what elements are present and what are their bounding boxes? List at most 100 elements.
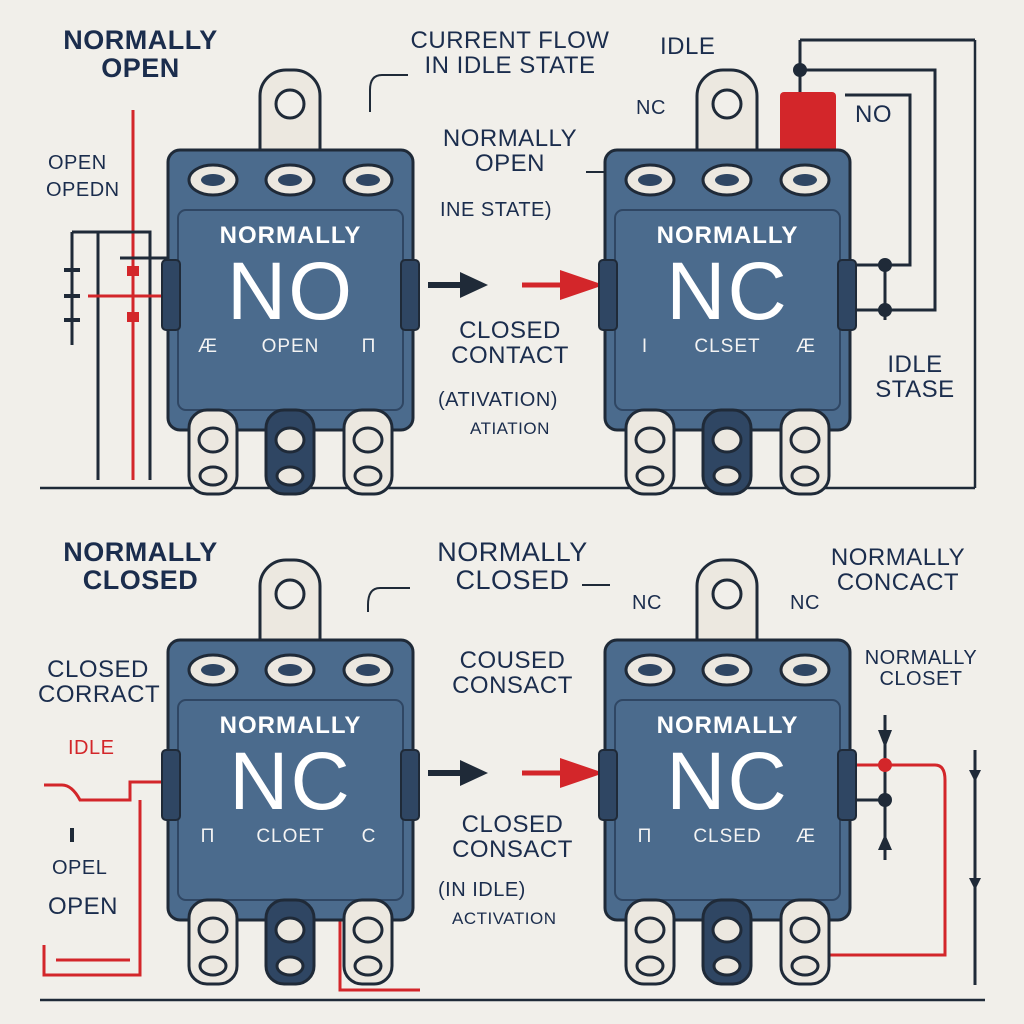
junction-dot	[793, 63, 807, 77]
switch-bottom-right-mark-right: Æ	[796, 826, 816, 847]
switch-bottom-left-heading: NORMALLY	[219, 712, 362, 739]
switch-bottom-right-notch-left	[598, 749, 618, 821]
switch-top-right-heading: NORMALLY	[656, 222, 799, 249]
switch-top-left-notch-right	[400, 259, 420, 331]
closed-contact-label: CLOSED CONTACT	[451, 317, 569, 370]
switch-top-left-terminal-hole-3	[352, 426, 384, 454]
switch-top-left-mount-hole-2	[278, 174, 302, 186]
normally-closet-label: NORMALLY CLOSET	[864, 647, 978, 690]
bottom-title: NORMALLY CLOSED	[63, 537, 218, 596]
switch-bottom-left-big-letters: NC	[229, 736, 352, 827]
top-title: NORMALLY OPEN	[63, 25, 218, 84]
contact-marker	[127, 266, 139, 276]
switch-top-left-big-letters: NO	[227, 246, 354, 337]
coused-consact-label: COUSED CONSACT	[452, 647, 573, 700]
switch-bottom-left-terminal-foot-1	[198, 955, 228, 977]
contact-wedge	[878, 730, 892, 748]
arrow-dark-top-head	[460, 272, 488, 298]
label-nc-1: NC	[632, 592, 662, 614]
switch-bottom-right-big-letters: NC	[666, 736, 789, 827]
left-label-open: OPEN	[48, 893, 119, 920]
label-nc-2: NC	[790, 592, 820, 614]
junction-dot	[878, 793, 892, 807]
junction-dot	[878, 303, 892, 317]
switch-bottom-right-terminal-hole-1	[634, 916, 666, 944]
switch-bottom-right-sub-label: CLSED	[693, 826, 762, 847]
switch-layer	[161, 68, 857, 986]
switch-bottom-right-notch-right	[837, 749, 857, 821]
arrow-dark-bottom-head	[460, 760, 488, 786]
switch-top-right-mount-hole-3	[793, 174, 817, 186]
switch-top-right-mount-hole-1	[638, 174, 662, 186]
switch-top-right-terminal-foot-2	[712, 465, 742, 487]
ativation-label-1: (ATIVATION)	[438, 389, 558, 411]
switch-top-left-lever-hole	[274, 88, 306, 120]
switch-top-right-big-letters: NC	[666, 246, 789, 337]
switch-bottom-left-mount-hole-1	[201, 664, 225, 676]
leader-line	[369, 74, 408, 112]
contact-wedge	[878, 834, 892, 850]
left-label-idle: IDLE	[68, 737, 115, 759]
switch-bottom-left-sub-label: CLOET	[256, 826, 325, 847]
switch-top-right-sub-label: CLSET	[694, 336, 761, 357]
contact-ticks	[64, 268, 80, 322]
in-idle-label: (IN IDLE)	[438, 879, 526, 901]
switch-top-left-terminal-foot-3	[353, 465, 383, 487]
arrow-small-down	[969, 770, 981, 782]
normally-concact-label: NORMALLY CONCACT	[830, 544, 966, 597]
junction-dot	[878, 758, 892, 772]
switch-top-left-terminal-foot-2	[275, 465, 305, 487]
switch-bottom-right-terminal-foot-1	[635, 955, 665, 977]
switch-bottom-right-terminal-hole-3	[789, 916, 821, 944]
switch-bottom-right-terminal-hole-2	[711, 916, 743, 944]
switch-bottom-left-terminal-hole-3	[352, 916, 384, 944]
wire-bottom-right-red-1	[800, 763, 947, 957]
arrow-red-bottom-head	[560, 758, 604, 788]
switch-bottom-right-mount-hole-3	[793, 664, 817, 676]
annotation-ine-state: INE STATE)	[440, 199, 553, 221]
switch-top-left-mount-hole-3	[356, 174, 380, 186]
switch-top-right-terminal-foot-3	[790, 465, 820, 487]
switch-top-left-mark-left: Æ	[198, 336, 218, 357]
closed-consact-label: CLOSED CONSACT	[452, 811, 573, 864]
switch-top-left-mark-right: π	[361, 336, 377, 357]
switch-bottom-left-terminal-foot-2	[275, 955, 305, 977]
switch-bottom-left-mark-right: C	[361, 826, 377, 847]
switch-bottom-right-mount-hole-2	[715, 664, 739, 676]
switch-top-left-heading: NORMALLY	[219, 222, 362, 249]
switch-bottom-left-notch-right	[400, 749, 420, 821]
switch-top-right-mark-left: I	[641, 336, 649, 357]
switch-top-right-terminal-hole-3	[789, 426, 821, 454]
left-label-open: OPEN	[48, 152, 107, 174]
switch-bottom-left-terminal-hole-1	[197, 916, 229, 944]
label-no: NO	[855, 101, 892, 128]
switch-top-right-terminal-foot-1	[635, 465, 665, 487]
contact-marker	[127, 312, 139, 322]
left-label-opedn: OPEDN	[46, 179, 120, 201]
switch-top-right-mark-right: Æ	[796, 336, 816, 357]
label-idle-stase: IDLE STASE	[875, 351, 955, 404]
switch-bottom-right-mark-left: π	[637, 826, 653, 847]
switch-top-right-mount-hole-2	[715, 174, 739, 186]
annotation-normally-open: NORMALLY OPEN	[442, 125, 578, 178]
switch-top-right-notch-left	[598, 259, 618, 331]
switch-top-right-lever-hole	[711, 88, 743, 120]
wire-bottom-left-red-1	[44, 780, 188, 802]
leader-line	[367, 587, 410, 612]
annotation-current-flow: CURRENT FLOW IN IDLE STATE	[410, 27, 610, 80]
switch-top-right-terminal-hole-2	[711, 426, 743, 454]
switch-bottom-right-mount-hole-1	[638, 664, 662, 676]
wire-top-right-4	[845, 93, 912, 267]
activation-label: ACTIVATION	[452, 909, 557, 928]
wire-bottom-left-red-2	[42, 800, 142, 977]
switch-top-left-sub-label: OPEN	[261, 336, 320, 357]
switch-top-right-terminal-hole-1	[634, 426, 666, 454]
switch-bottom-right-heading: NORMALLY	[656, 712, 799, 739]
switch-bottom-left-terminal-hole-2	[274, 916, 306, 944]
junction-dot	[878, 258, 892, 272]
switch-top-left-terminal-hole-1	[197, 426, 229, 454]
switch-bottom-left-mount-hole-2	[278, 664, 302, 676]
switch-top-left-terminal-hole-2	[274, 426, 306, 454]
